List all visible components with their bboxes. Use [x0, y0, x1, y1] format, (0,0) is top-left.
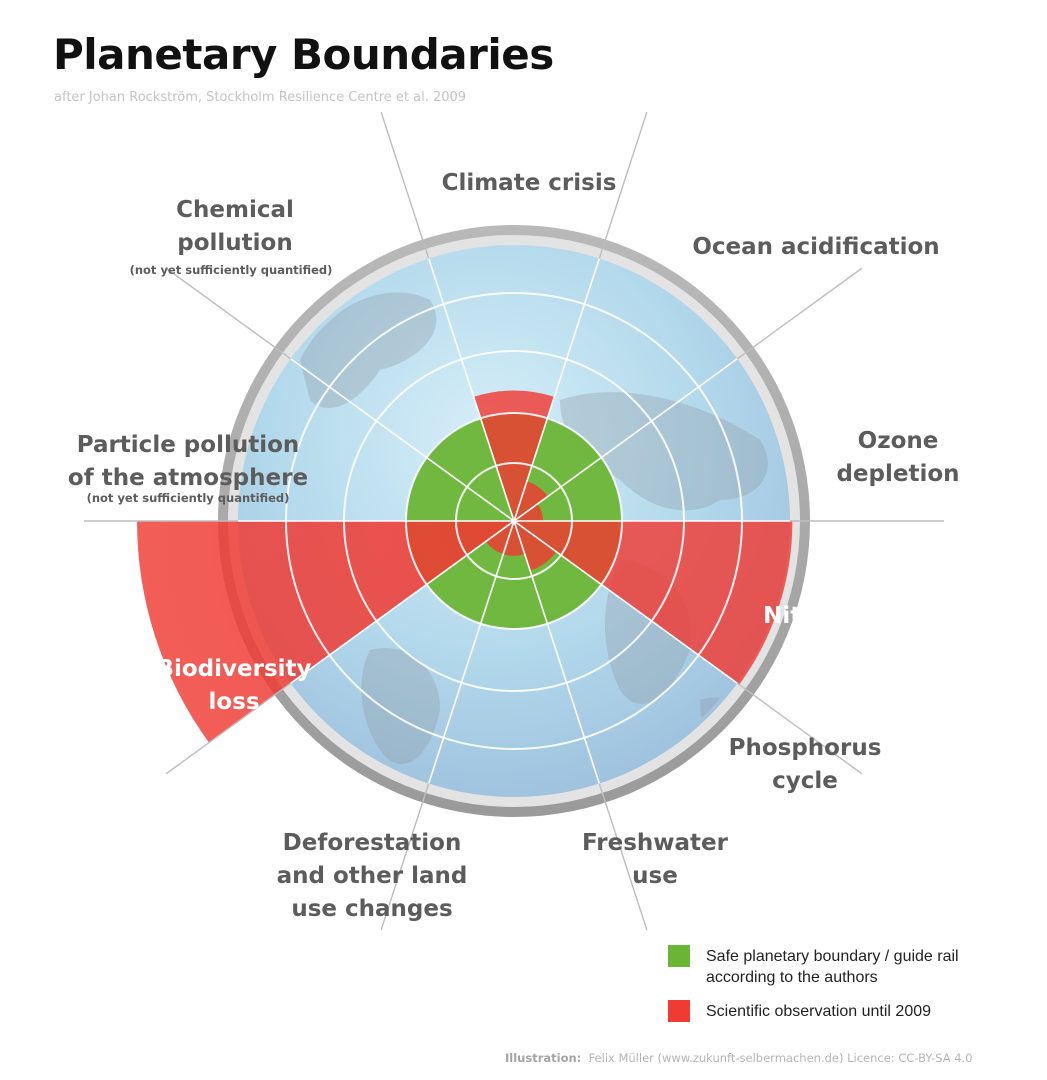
- observed-wedge-ocean: [514, 481, 548, 521]
- legend-item-observation: Scientific observation until 2009: [668, 1000, 1008, 1024]
- divider-outer: [598, 783, 648, 931]
- divider-inner: [513, 358, 738, 522]
- observed-wedge-freshwater: [503, 521, 525, 556]
- legend-item-safe-boundary: Safe planetary boundary / guide rail acc…: [668, 945, 1008, 989]
- page-title: Planetary Boundaries: [53, 30, 554, 79]
- observed-wedge-nitrogen: [514, 521, 793, 685]
- label-climate: Climate crisis: [442, 170, 617, 196]
- divider-inner: [513, 258, 601, 522]
- divider-outer: [736, 267, 863, 360]
- wedges: [137, 390, 793, 743]
- safe-wedge-chemical: [426, 418, 514, 521]
- observed-wedge-ozone: [514, 504, 543, 521]
- legend-swatch-green: [668, 945, 690, 967]
- legend-label: Safe planetary boundary / guide rail acc…: [706, 948, 959, 986]
- divider-inner: [290, 520, 515, 684]
- label-ocean: Ocean acidification: [692, 234, 939, 260]
- divider-outer: [380, 111, 430, 259]
- observed-wedge-climate: [473, 390, 555, 521]
- divider-inner: [427, 258, 515, 522]
- note-chemical: (not yet sufficiently quantified): [130, 263, 333, 277]
- page-subtitle: after Johan Rockström, Stockholm Resilie…: [54, 90, 467, 105]
- divider-outer: [736, 682, 863, 775]
- observed-wedge-phosphorus: [514, 521, 557, 571]
- note-particle: (not yet sufficiently quantified): [87, 491, 290, 505]
- divider-inner: [513, 520, 601, 784]
- divider-outer: [165, 267, 292, 360]
- sector-dividers: [84, 111, 944, 931]
- divider-inner: [427, 520, 515, 784]
- divider-outer: [165, 682, 292, 775]
- observed-wedge-land: [485, 521, 514, 555]
- credit-text: Felix Müller (www.zukunft-selbermachen.d…: [588, 1051, 973, 1065]
- safe-wedge-ozone: [514, 457, 622, 521]
- legend-label: Scientific observation until 2009: [706, 1003, 932, 1020]
- divider-outer: [598, 111, 648, 259]
- illustration-credit: Illustration: Felix Müller (www.zukunft-…: [505, 1051, 973, 1065]
- safe-wedge-freshwater: [480, 521, 548, 629]
- legend-swatch-red: [668, 1000, 690, 1022]
- observed-wedge-biodiversity: [137, 521, 514, 743]
- credit-prefix: Illustration:: [505, 1051, 582, 1065]
- divider-inner: [290, 358, 515, 522]
- safe-wedge-particle: [406, 457, 514, 521]
- divider-outer: [380, 783, 430, 931]
- divider-inner: [513, 520, 738, 684]
